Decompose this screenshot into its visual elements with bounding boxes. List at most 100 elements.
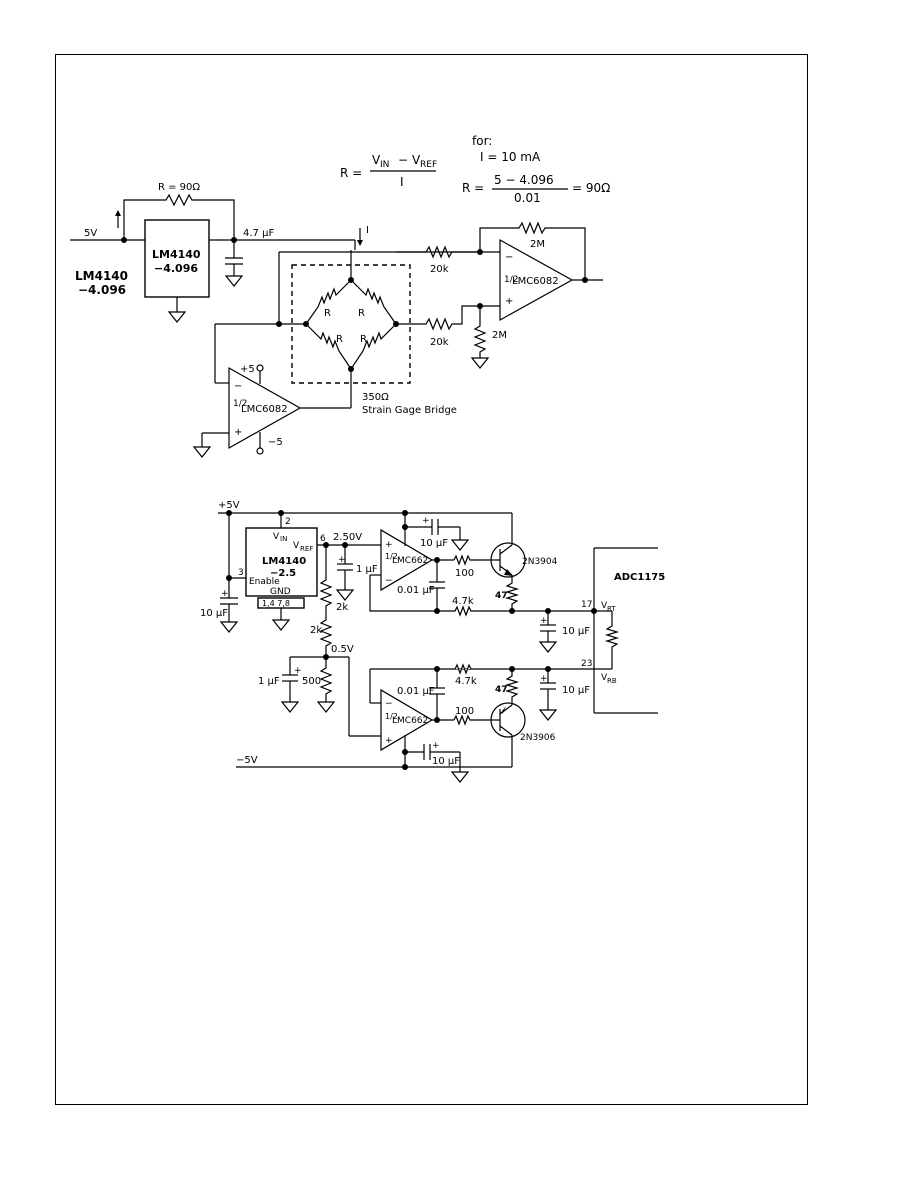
opamp-top: [380, 528, 434, 592]
r-500-ground-icon: [316, 701, 336, 713]
bridge-caption-name: Strain Gage Bridge: [362, 405, 457, 416]
divider-resistors: [319, 545, 333, 650]
chip-vin-sub: IN: [280, 535, 287, 543]
svg-text:+: +: [294, 666, 302, 676]
adc-vrt-sub: RT: [607, 605, 616, 613]
formula-calc-result: = 90Ω: [572, 181, 610, 195]
opamp-driver-ground-icon: [192, 446, 212, 458]
r-top-base: [453, 554, 490, 566]
formula-for: for:: [472, 134, 492, 148]
cap-bottom-supply-label: 10 μF: [432, 756, 460, 767]
r-bottom-fb: [454, 663, 472, 675]
formula-vref: V: [412, 153, 421, 167]
feedback-resistor-label: R = 90Ω: [158, 182, 200, 193]
svg-text:+: +: [422, 516, 430, 526]
cap-enable-ground-icon: [219, 621, 239, 633]
bridge-r-label-3: R: [336, 334, 343, 345]
svg-text:+: +: [221, 589, 229, 599]
feedback-resistor-90: [123, 193, 235, 240]
adc-vrt: V: [601, 601, 608, 611]
bridge-caption-ohms: 350Ω: [362, 392, 389, 403]
vin-label: 5V: [84, 228, 97, 239]
cap-vrt-ground-icon: [538, 641, 558, 653]
cap-bottom-fb-label: 0.01 μF: [397, 686, 435, 697]
cap-mid-ground-icon: [280, 701, 300, 713]
cap-top-supply-ground-icon: [450, 539, 470, 551]
transistor-bottom-label: 2N3906: [520, 733, 556, 743]
r-ground-ground-icon: [470, 357, 490, 369]
chip-gnd: GND: [270, 587, 291, 597]
ref-chip-name: LM4140: [152, 248, 201, 261]
adc-pin17: 17: [581, 600, 592, 610]
opamp-driver-vpos: +5: [240, 364, 255, 375]
formula-block: R = V IN − V REF I for: I = 10 mA R = 5 …: [340, 134, 610, 205]
svg-text:+: +: [540, 616, 548, 626]
chip-2v5-name: LM4140: [262, 556, 306, 567]
opamp-amplifier: [499, 238, 574, 322]
cap-vrb-ground-icon: [538, 709, 558, 721]
r-input-bottom: [396, 305, 500, 331]
diagram1-title-line2: −4.096: [78, 283, 126, 297]
diagram1-title-line1: LM4140: [75, 269, 128, 283]
formula-minus: −: [398, 153, 408, 167]
page-frame: [55, 54, 808, 1105]
cap-enable-label: 10 μF: [200, 608, 228, 619]
formula-vin: V: [372, 153, 381, 167]
r-top-emitter-label: 47: [495, 591, 508, 601]
opamp-amplifier-name: LMC6082: [512, 276, 559, 287]
bridge-resistor-tl: [305, 279, 352, 325]
adc-vrb-sub: RB: [607, 677, 617, 685]
cap-vref-label: 1 μF: [356, 564, 378, 575]
opamp-top-fraction: 1/2: [385, 552, 398, 561]
mid-value: 0.5V: [331, 644, 354, 655]
chip-pin6: 6: [320, 534, 326, 544]
diagram-strain-gage: R = V IN − V REF I for: I = 10 mA R = 5 …: [70, 134, 610, 458]
cap-4u7-ground-icon: [224, 275, 244, 287]
r-input-top: [396, 245, 480, 259]
svg-text:+: +: [385, 540, 393, 550]
r-500: [319, 657, 333, 702]
opamp-bottom-fraction: 1/2: [385, 712, 398, 721]
ref-chip-ground-icon: [167, 311, 187, 323]
cap-4u7-label: 4.7 μF: [243, 228, 274, 239]
r-top-base-label: 100: [455, 568, 474, 579]
svg-text:−: −: [234, 381, 242, 392]
supply-pos-label: +5V: [218, 500, 240, 511]
cap-top-fb-label: 0.01 μF: [397, 585, 435, 596]
opamp-driver-fraction: 1/2: [233, 399, 247, 409]
chip-enable: Enable: [249, 577, 280, 587]
transistor-top-label: 2N3904: [522, 557, 558, 567]
bridge-resistor-tr: [350, 279, 397, 325]
chip-vin: V: [273, 532, 280, 542]
opamp-driver-name: LMC6082: [241, 404, 288, 415]
chip-2v5-value: −2.5: [270, 568, 296, 579]
vref-value: 2.50V: [333, 532, 362, 543]
formula-current: I = 10 mA: [480, 150, 541, 164]
adc-vrb: V: [601, 673, 608, 683]
svg-text:+: +: [234, 427, 242, 438]
cap-top-supply-label: 10 μF: [420, 538, 448, 549]
cap-vrt-label: 10 μF: [562, 626, 590, 637]
r-2k-b-label: 2k: [310, 625, 322, 636]
opamp-amplifier-fraction: 1/2: [504, 275, 518, 285]
opamp-driver-vneg: −5: [268, 437, 283, 448]
chip-vref: V: [293, 541, 300, 551]
svg-text:+: +: [505, 296, 513, 307]
formula-calc-den: 0.01: [514, 191, 541, 205]
bridge-resistor-br: [350, 323, 397, 370]
chip-pin3: 3: [238, 568, 244, 578]
svg-text:+: +: [432, 741, 440, 751]
cap-mid-label: 1 μF: [258, 676, 280, 687]
chip-vref-sub: REF: [300, 545, 313, 553]
r-bottom-base: [453, 714, 490, 726]
bridge-resistor-bl: [305, 323, 352, 370]
svg-text:+: +: [540, 674, 548, 684]
opamp-driver: [228, 366, 302, 450]
r-top-fb: [369, 575, 612, 617]
adc-internal-resistor: [604, 611, 620, 669]
r-ground-label: 2M: [492, 330, 507, 341]
formula-vref-sub: REF: [420, 160, 437, 170]
adc-pin23: 23: [581, 659, 592, 669]
supply-neg-label: −5V: [236, 755, 258, 766]
